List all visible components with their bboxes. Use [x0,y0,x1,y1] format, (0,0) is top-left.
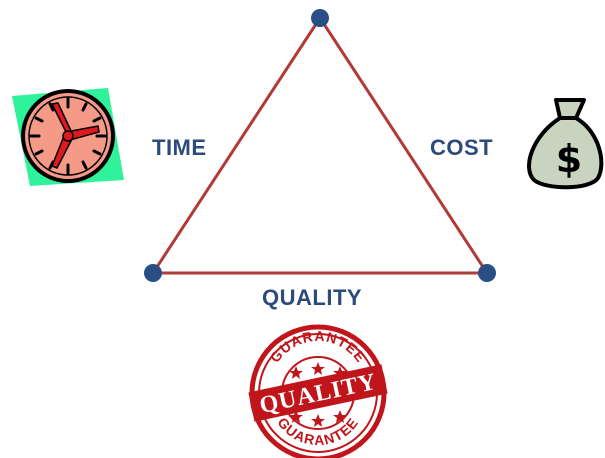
stamp-top-text: GUARANTEE [267,328,370,366]
svg-text:$: $ [556,137,582,181]
cost-label: COST [430,135,494,160]
vertex-top [311,9,329,27]
clock-icon [12,88,124,186]
triangle [144,9,496,282]
quality-label: QUALITY [262,285,363,310]
quality-guarantee-stamp-icon: GUARANTEE GUARANTEE QUALITY [248,324,388,458]
time-label: TIME [152,135,207,160]
triangle-edge-cost [318,17,489,274]
vertex-left [144,264,162,282]
vertex-right [478,264,496,282]
stamp-center-text: QUALITY [257,369,379,419]
money-bag-icon: $ [527,98,604,190]
triangle-edge-time [151,17,322,274]
